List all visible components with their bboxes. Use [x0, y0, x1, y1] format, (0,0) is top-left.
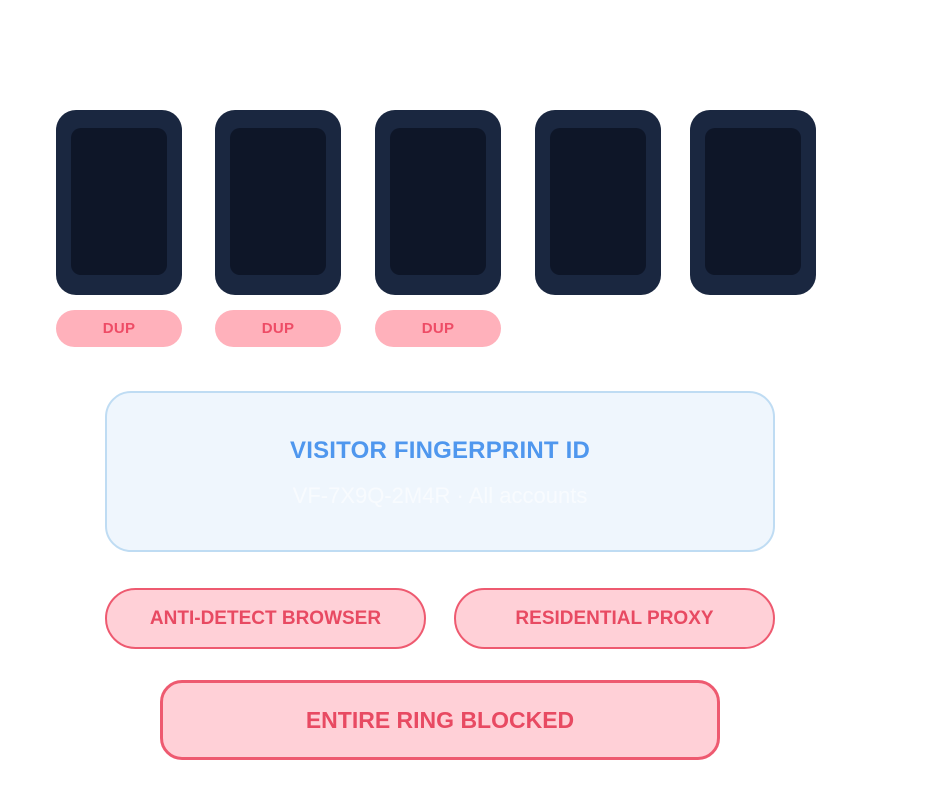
device-5	[690, 110, 816, 295]
device-2	[215, 110, 341, 295]
device-screen	[230, 128, 326, 275]
dup-badge-3: DUP	[375, 310, 501, 347]
device-screen	[550, 128, 646, 275]
dup-badge-1: DUP	[56, 310, 182, 347]
residential-proxy-pill: RESIDENTIAL PROXY	[454, 588, 775, 649]
device-4	[535, 110, 661, 295]
device-screen	[705, 128, 801, 275]
device-screen	[71, 128, 167, 275]
fingerprint-subtitle: VF-7X9Q-2M4R · All accounts	[292, 483, 588, 508]
device-1	[56, 110, 182, 295]
fingerprint-title: VISITOR FINGERPRINT ID	[290, 437, 590, 464]
device-3	[375, 110, 501, 295]
device-screen	[390, 128, 486, 275]
dup-badge-2: DUP	[215, 310, 341, 347]
entire-ring-blocked-box: ENTIRE RING BLOCKED	[160, 680, 720, 760]
fingerprint-id-box: VISITOR FINGERPRINT ID VF-7X9Q-2M4R · Al…	[105, 391, 775, 552]
anti-detect-browser-pill: ANTI-DETECT BROWSER	[105, 588, 426, 649]
